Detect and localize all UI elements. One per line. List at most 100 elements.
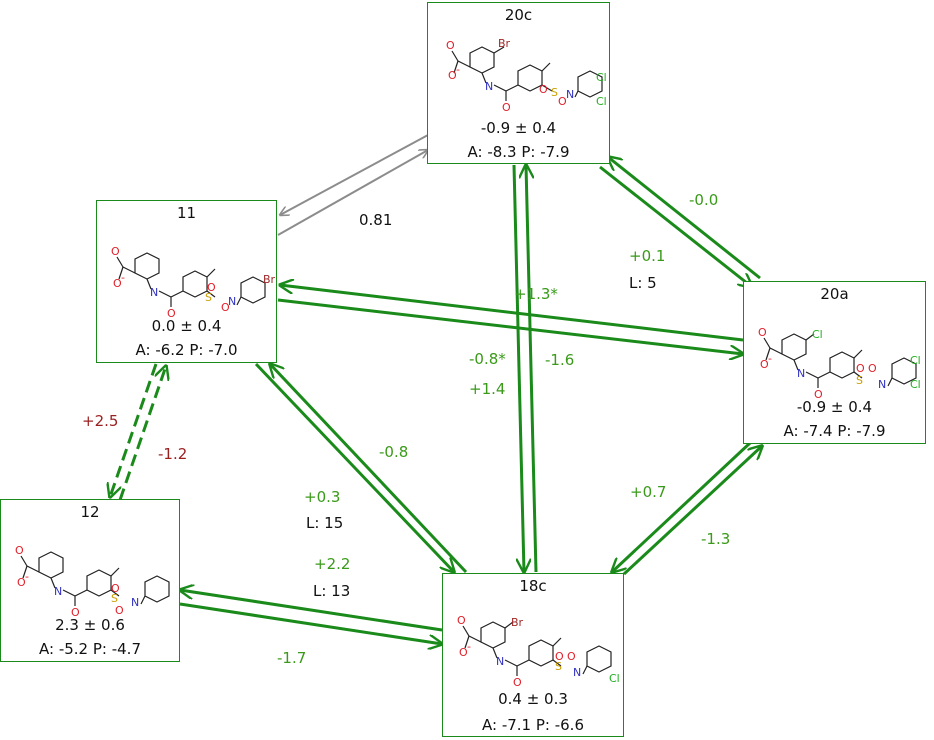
atom-label: O (115, 604, 124, 617)
edge-label-11-20a: -1.6 (545, 351, 575, 369)
atom-label: - (467, 640, 471, 653)
edge-20a-18c-b (622, 446, 762, 576)
edge-label-11-12-a: +2.5 (82, 412, 119, 430)
node-11[interactable]: 11 O O - N O S O O N Br 0.0 ± 0.4 A: -6.… (96, 200, 277, 363)
edge-label-12-18c-b: -1.7 (277, 649, 307, 667)
edge-label-20c-18c-c: +1.4 (469, 380, 506, 398)
edge-label-12-18c-a: +2.2 (314, 555, 351, 573)
atom-label: S (856, 374, 863, 387)
edge-20c-11-a (280, 134, 429, 215)
atom-label: O (448, 69, 457, 82)
atom-label: Cl (910, 354, 921, 367)
atom-label: O (539, 83, 548, 96)
edge-20c-18c-b (526, 165, 538, 573)
node-affinity: A: -8.3 P: -7.9 (467, 143, 570, 161)
edge-20c-20a-a (599, 165, 752, 287)
atom-label: O (71, 606, 80, 618)
atom-label: O (111, 245, 120, 258)
edge-11-18c-b (270, 364, 468, 574)
atom-label: O (457, 614, 466, 627)
node-12[interactable]: 12 O O - N O S O O N 2.3 ± 0.6 A: -5.2 P… (0, 499, 180, 662)
edge-label-20c-20a-top: -0.0 (689, 191, 719, 209)
atom-label: O (758, 326, 767, 339)
edge-11-20a-a (280, 285, 744, 342)
molecule-structure: Br O O - N O S O O N Cl (457, 614, 620, 688)
edge-11-18c-a (254, 362, 454, 572)
atom-label: O (558, 95, 567, 108)
atom-label: Cl (609, 672, 620, 685)
edge-label-20c-11: 0.81 (359, 211, 393, 229)
atom-label: Br (498, 37, 511, 50)
atom-label: O (760, 358, 769, 371)
atom-label: O (167, 307, 176, 320)
node-title: 18c (519, 577, 547, 595)
edge-20c-18c-a (512, 164, 524, 572)
atom-label: O (113, 277, 122, 290)
atom-label: S (205, 291, 212, 304)
atom-label: N (150, 286, 158, 299)
edge-label-20a-18c-b: -1.3 (701, 530, 731, 548)
edge-20c-11-b (277, 150, 428, 236)
node-value: 0.0 ± 0.4 (151, 317, 222, 335)
node-value: -0.9 ± 0.4 (796, 398, 873, 416)
atom-label: N (485, 80, 493, 93)
atom-label: Br (511, 616, 524, 629)
atom-label: O (513, 676, 522, 688)
atom-label: Br (263, 273, 276, 286)
atom-label: N (878, 378, 886, 391)
node-title: 12 (80, 503, 100, 521)
edge-12-18c-b (179, 602, 442, 644)
atom-label: - (768, 352, 772, 365)
molecule-structure: O O - N O S O O N (15, 544, 170, 618)
node-title: 11 (176, 204, 197, 222)
atom-label: O (567, 650, 576, 663)
molecule-structure: O O - N O S O O N Br (111, 245, 276, 320)
node-value: -0.9 ± 0.4 (480, 119, 557, 137)
atom-label: O (814, 388, 823, 400)
edge-label-11-18c-a: -0.8 (379, 443, 409, 461)
atom-label: O (111, 582, 120, 595)
atom-label: - (121, 271, 125, 284)
node-title: 20c (504, 6, 533, 24)
atom-label: N (566, 88, 574, 101)
node-affinity: A: -7.1 P: -6.6 (482, 716, 584, 734)
edge-label-11-18c-b: +0.3 (304, 488, 341, 506)
edge-label-20c-18c-b: -0.8* (469, 350, 506, 368)
atom-label: O (868, 362, 877, 375)
atom-label: O (502, 101, 511, 114)
node-title: 20a (820, 285, 849, 303)
atom-label: N (54, 585, 62, 598)
edge-label-20a-18c-a: +0.7 (630, 483, 667, 501)
node-value: 2.3 ± 0.6 (55, 616, 125, 634)
node-18c[interactable]: 18c Br O O - N O S O O N Cl 0.4 ± 0.3 A:… (442, 573, 624, 737)
edge-label-20c-20a-bot: +0.1 (629, 247, 666, 265)
edge-11-20a-b (277, 298, 743, 354)
node-20c[interactable]: 20c Br O O - N O S O O N Cl Cl -0.9 ± 0.… (427, 2, 610, 164)
atom-label: S (555, 660, 562, 673)
edge-11-12-b (118, 366, 166, 501)
node-affinity: A: -5.2 P: -4.7 (39, 640, 141, 658)
atom-label: O (555, 650, 564, 663)
atom-label: O (459, 646, 468, 659)
edge-label-20c-20a-lambda: L: 5 (629, 274, 657, 292)
atom-label: O (15, 544, 24, 557)
atom-label: Cl (596, 95, 607, 108)
edge-label-12-18c-lambda: L: 13 (313, 582, 351, 600)
atom-label: O (856, 362, 865, 375)
atom-label: O (446, 39, 455, 52)
atom-label: O (17, 576, 26, 589)
edge-12-18c-a (180, 590, 443, 632)
molecule-structure: Br O O - N O S O O N Cl Cl (446, 37, 607, 114)
node-20a[interactable]: 20a Cl O O - N O S O O N Cl Cl -0.9 ± 0.… (743, 281, 926, 444)
atom-label: N (496, 655, 504, 668)
edge-label-11-18c-lambda: L: 15 (306, 514, 344, 532)
atom-label: N (228, 295, 236, 308)
atom-label: Cl (812, 328, 823, 341)
atom-label: O (207, 281, 216, 294)
node-affinity: A: -7.4 P: -7.9 (783, 422, 886, 440)
atom-label: N (573, 666, 581, 679)
atom-label: - (456, 63, 460, 76)
atom-label: Cl (596, 71, 607, 84)
atom-label: S (551, 86, 558, 99)
